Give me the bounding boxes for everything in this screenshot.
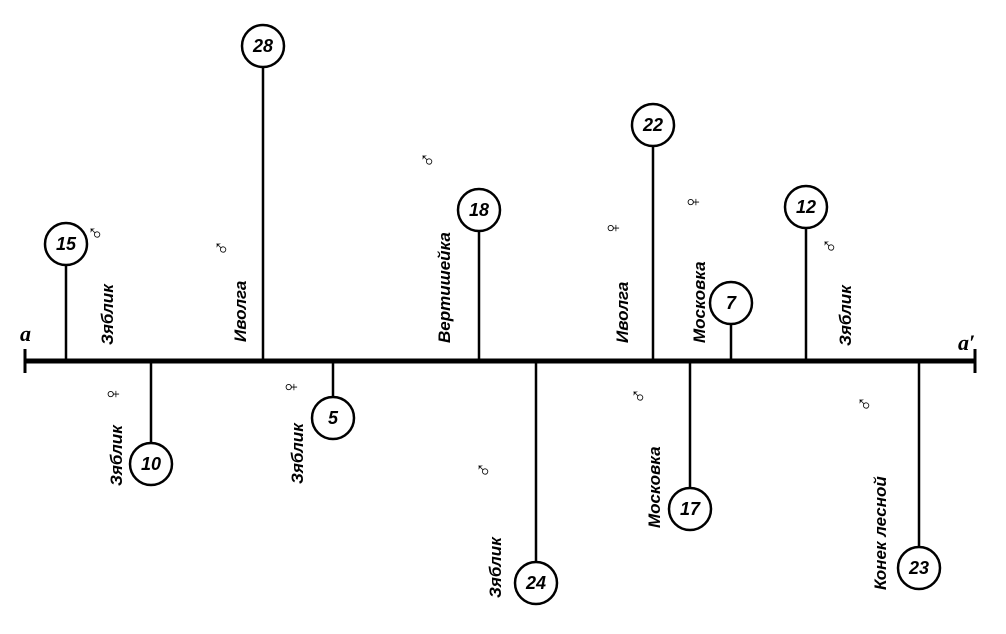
species-label: Конек лесной <box>871 476 890 590</box>
male-symbol-icon: ♂ <box>625 388 650 405</box>
marker-circle <box>783 184 829 230</box>
marker-number: 28 <box>252 36 273 56</box>
marker-number: 22 <box>642 115 663 135</box>
marker-10: 10 Зяблик ♀ <box>100 361 174 487</box>
marker-number: 12 <box>796 197 816 217</box>
marker-circle <box>896 545 942 591</box>
marker-circle <box>43 221 89 267</box>
species-label: Зяблик <box>107 424 126 486</box>
female-symbol-icon: ♀ <box>600 220 625 237</box>
markers-layer: 15Зяблик♂10Зяблик♀28Иволга♂5Зяблик♀18Вер… <box>43 23 942 606</box>
species-label: Зяблик <box>288 422 307 484</box>
marker-23: 23 Конек лесной ♂ <box>851 361 942 591</box>
species-label: Зяблик <box>836 284 855 346</box>
female-symbol-icon: ♀ <box>680 194 705 211</box>
male-symbol-icon: ♂ <box>851 396 876 413</box>
male-symbol-icon: ♂ <box>816 238 841 255</box>
marker-number: 24 <box>525 573 546 593</box>
marker-circle <box>708 280 754 326</box>
species-label: Иволга <box>231 281 250 342</box>
marker-number: 5 <box>328 408 339 428</box>
species-label: Зяблик <box>98 283 117 345</box>
species-label: Вертишейка <box>435 232 454 343</box>
marker-circle <box>240 23 286 69</box>
marker-7: 7 Московка ♀ <box>680 194 754 361</box>
marker-number: 18 <box>469 200 489 220</box>
male-symbol-icon: ♂ <box>414 152 439 169</box>
transect-end-label: a′ <box>958 330 975 355</box>
marker-number: 10 <box>141 454 161 474</box>
marker-24: 24 Зяблик ♂ <box>470 361 559 606</box>
marker-circle <box>513 560 559 606</box>
female-symbol-icon: ♀ <box>278 379 303 396</box>
male-symbol-icon: ♂ <box>208 240 233 257</box>
female-symbol-icon: ♀ <box>100 386 125 403</box>
male-symbol-icon: ♂ <box>470 462 495 479</box>
marker-circle <box>630 102 676 148</box>
marker-number: 23 <box>908 558 929 578</box>
species-label: Московка <box>645 446 664 528</box>
marker-number: 15 <box>56 234 77 254</box>
species-label: Московка <box>690 261 709 343</box>
marker-number: 17 <box>680 499 701 519</box>
marker-17: 17 Московка ♂ <box>625 361 713 532</box>
marker-circle <box>310 395 356 441</box>
marker-circle <box>128 441 174 487</box>
marker-circle <box>456 187 502 233</box>
species-label: Иволга <box>613 282 632 343</box>
transect-start-label: a <box>20 321 31 346</box>
marker-circle <box>667 486 713 532</box>
male-symbol-icon: ♂ <box>82 225 107 242</box>
species-label: Зяблик <box>486 536 505 598</box>
marker-number: 7 <box>726 293 737 313</box>
